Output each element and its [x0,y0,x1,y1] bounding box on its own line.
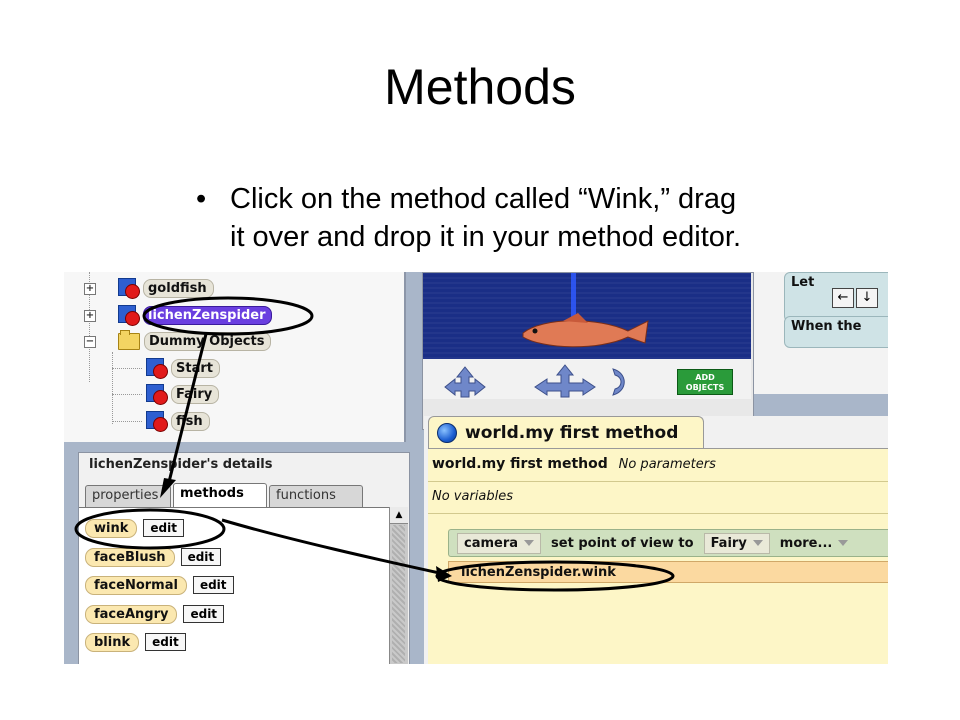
rotate-arrows-icon[interactable] [612,368,625,396]
tree-item-lichenzenspider[interactable]: lichenZenspider [118,303,273,327]
expand-lichenzenspider-icon[interactable]: + [84,310,96,322]
add-objects-button[interactable]: ADD OBJECTS [677,369,733,395]
camera-controls: ADD OBJECTS [423,359,751,399]
tree-item-goldfish[interactable]: goldfish [118,276,214,300]
statement-set-point-of-view[interactable]: camera set point of view to Fairy more..… [448,529,888,557]
statement-lichenzenspider-wink[interactable]: lichenZenspider.wink [448,561,888,583]
list-item: blink edit [85,630,186,654]
tab-functions[interactable]: functions [269,485,363,507]
alice-screenshot: + goldfish + lichenZenspider − Dummy Obj… [64,272,888,664]
scroll-up-icon[interactable]: ▲ [390,507,408,524]
control-tiles-panel: Let ← ↓ When the [754,272,888,394]
tree-item-label: Fairy [171,384,220,404]
target-dropdown-value: Fairy [710,535,747,551]
tree-item-start[interactable]: Start [146,356,220,380]
tree-guide-line [89,272,90,382]
object-icon [146,411,168,432]
slide-title: Methods [384,59,576,115]
tree-item-label: Start [171,358,220,378]
tree-guide-line [112,394,142,395]
when-tile-label: When the [791,319,862,334]
chevron-down-icon [838,540,849,546]
bullet-line-2: it over and drop it in your method edito… [230,221,742,253]
more-dropdown-label: more... [779,535,833,551]
statement-action: set point of view to [551,535,694,551]
method-list: wink edit faceBlush edit faceNormal edit… [79,507,389,664]
tree-item-fairy[interactable]: Fairy [146,382,220,406]
edit-button[interactable]: edit [183,605,225,623]
left-arrow-icon[interactable]: ← [832,288,854,308]
tab-methods[interactable]: methods [173,483,267,507]
down-arrow-icon[interactable]: ↓ [856,288,878,308]
edit-button[interactable]: edit [192,576,234,594]
tree-guide-line [112,421,142,422]
tab-properties[interactable]: properties [85,485,171,507]
method-name: world.my first method [432,456,608,472]
tree-item-label: lichenZenspider [143,305,273,325]
move-arrows-icon[interactable] [444,366,486,398]
tree-item-label: Dummy Objects [144,331,272,351]
folder-icon [118,329,140,350]
object-icon [146,358,168,379]
world-3d-view[interactable] [423,273,751,359]
bullet-dot: • [196,183,207,215]
bullet-line-1: Click on the method called “Wink,” drag [230,183,737,215]
tree-guide-line [112,352,113,424]
edit-button[interactable]: edit [145,633,186,651]
globe-icon [437,422,457,443]
chevron-down-icon [524,540,535,546]
details-panel: lichenZenspider's details properties met… [78,452,410,664]
editor-tab-label: world.my first method [465,422,679,443]
bullet-text: Click on the method called “Wink,” drag … [230,180,910,256]
method-faceblush-tile[interactable]: faceBlush [85,547,175,567]
add-objects-line-1: ADD [695,373,715,382]
more-dropdown[interactable]: more... [780,536,849,551]
list-item: faceNormal edit [85,573,234,597]
collapse-dummy-objects-icon[interactable]: − [84,336,96,348]
when-tile[interactable]: When the [784,316,888,348]
list-item: faceAngry edit [85,602,225,626]
world-view-panel: ADD OBJECTS [422,272,754,430]
object-dropdown-value: camera [464,535,519,551]
method-list-scrollbar[interactable]: ▲ [389,507,408,664]
chevron-down-icon [752,540,763,546]
target-dropdown[interactable]: Fairy [703,532,770,554]
tab-world-my-first-method[interactable]: world.my first method [428,416,704,448]
statement-label: lichenZenspider.wink [461,564,616,580]
divider [428,481,888,482]
method-blink-tile[interactable]: blink [85,632,140,652]
details-title: lichenZenspider's details [89,457,273,472]
method-wink-tile[interactable]: wink [85,518,138,538]
list-item: wink edit [85,516,184,540]
method-variables: No variables [432,489,514,504]
method-editor-panel: world.my first method world.my first met… [424,416,888,664]
tree-item-label: fish [171,411,210,431]
expand-goldfish-icon[interactable]: + [84,283,96,295]
tree-guide-line [112,368,142,369]
tree-item-fish[interactable]: fish [146,409,210,433]
edit-button[interactable]: edit [180,548,222,566]
tree-item-label: goldfish [143,278,214,298]
divider [428,513,888,514]
object-icon [118,305,140,326]
tree-item-dummy-objects[interactable]: Dummy Objects [118,329,272,353]
method-faceangry-tile[interactable]: faceAngry [85,604,178,624]
add-objects-line-2: OBJECTS [685,383,725,392]
object-icon [118,278,140,299]
object-tree-panel: + goldfish + lichenZenspider − Dummy Obj… [64,272,406,442]
scene-graphic [522,273,649,348]
scroll-thumb[interactable] [392,525,405,663]
method-editor-body[interactable]: world.my first method No parameters No v… [428,448,888,664]
object-icon [146,384,168,405]
let-tile-label: Let [791,275,815,290]
pan-arrows-icon[interactable] [534,364,596,398]
camera-arrows [444,364,625,398]
edit-button[interactable]: edit [143,519,184,537]
method-facenormal-tile[interactable]: faceNormal [85,575,187,595]
object-dropdown[interactable]: camera [457,532,542,554]
method-params: No parameters [618,457,716,472]
method-header: world.my first method No parameters [432,456,716,472]
list-item: faceBlush edit [85,545,222,569]
